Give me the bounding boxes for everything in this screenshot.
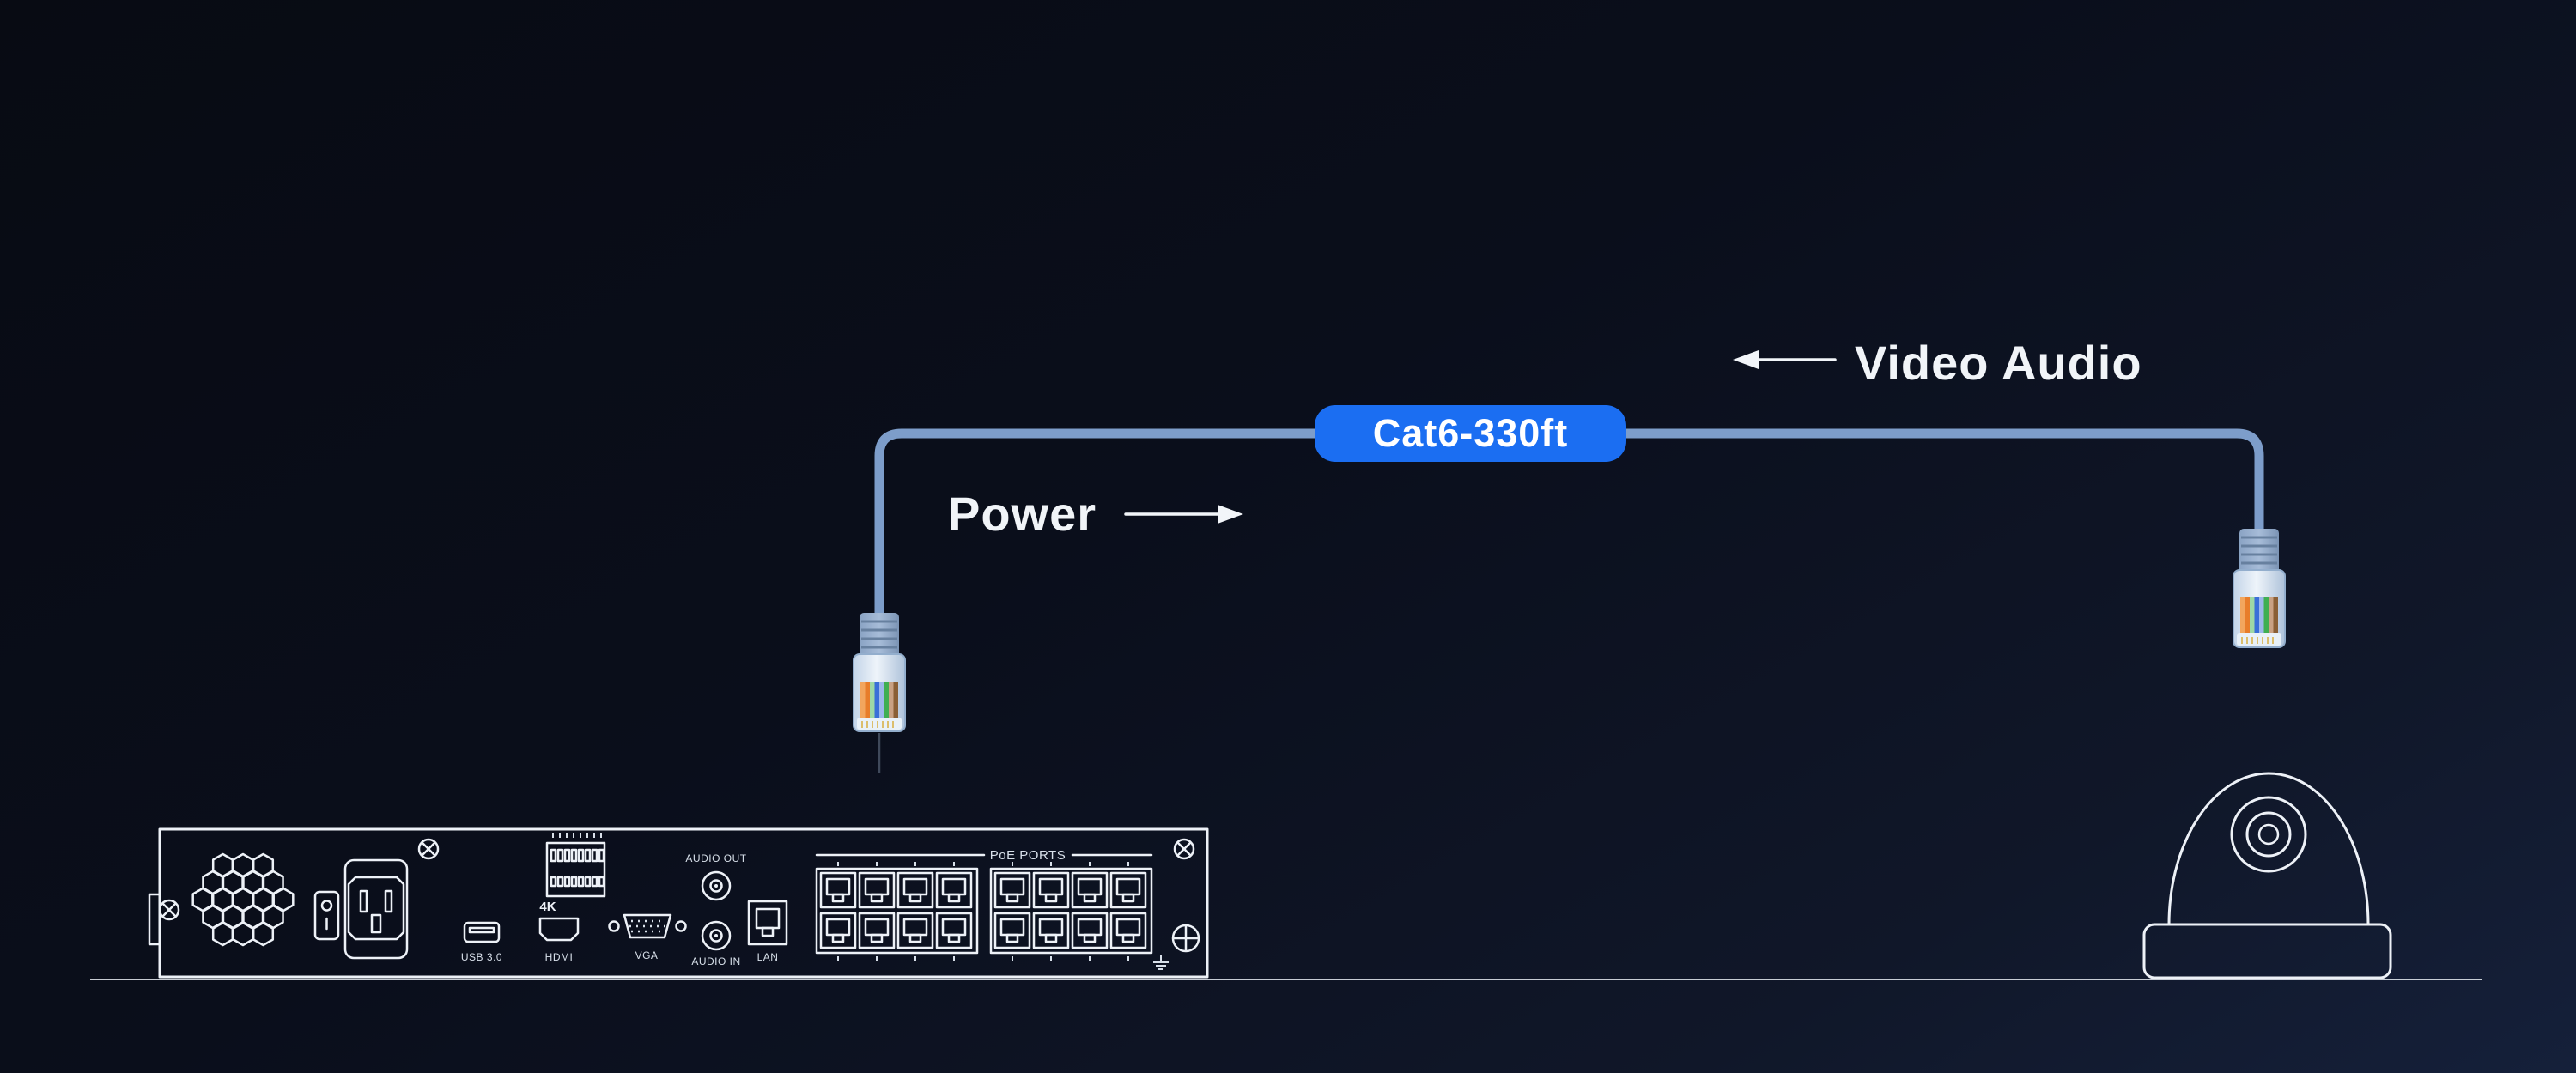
camera-lens xyxy=(2230,796,2307,873)
screw-icon xyxy=(417,838,440,860)
ground-terminal-icon xyxy=(1153,924,1200,970)
nvr-rear-panel: USB 3.0 4K HDMI xyxy=(148,827,1209,979)
audio-out-jack xyxy=(701,870,732,901)
alarm-terminal-block xyxy=(545,833,606,898)
power-switch xyxy=(313,890,340,941)
screw-icon xyxy=(158,899,180,921)
power-label: Power xyxy=(948,487,1097,541)
hdmi-port xyxy=(538,917,580,942)
dome-camera xyxy=(2142,772,2392,979)
hdmi-4k-label: 4K xyxy=(539,900,556,914)
video-audio-arrow-icon xyxy=(1733,350,1837,369)
audio-in-label: AUDIO IN xyxy=(691,955,740,967)
vga-port xyxy=(608,913,687,939)
poe-port-group-2 xyxy=(989,862,1153,961)
usb-label: USB 3.0 xyxy=(461,951,502,963)
rj45-connector-left xyxy=(853,613,906,732)
video-audio-label: Video Audio xyxy=(1855,336,2142,390)
audio-in-jack xyxy=(701,920,732,951)
cat6-cable xyxy=(874,428,2264,773)
rj45-wires-left xyxy=(860,682,898,718)
audio-out-label: AUDIO OUT xyxy=(685,852,746,864)
screw-icon xyxy=(1173,838,1195,860)
rj45-connector-right xyxy=(2233,529,2286,648)
ac-power-inlet xyxy=(343,858,409,960)
hdmi-label: HDMI xyxy=(545,951,574,963)
fan-grille xyxy=(191,852,295,947)
poe-ports-label: PoE PORTS xyxy=(990,848,1066,863)
vga-label: VGA xyxy=(635,949,659,961)
rj45-wires-right xyxy=(2240,597,2278,633)
cable-length-badge: Cat6-330ft xyxy=(1315,405,1626,462)
poe-port-group-1 xyxy=(815,862,979,961)
power-arrow-icon xyxy=(1124,505,1243,524)
lan-label: LAN xyxy=(757,951,779,963)
lan-port xyxy=(747,900,788,946)
usb-port xyxy=(463,921,501,943)
